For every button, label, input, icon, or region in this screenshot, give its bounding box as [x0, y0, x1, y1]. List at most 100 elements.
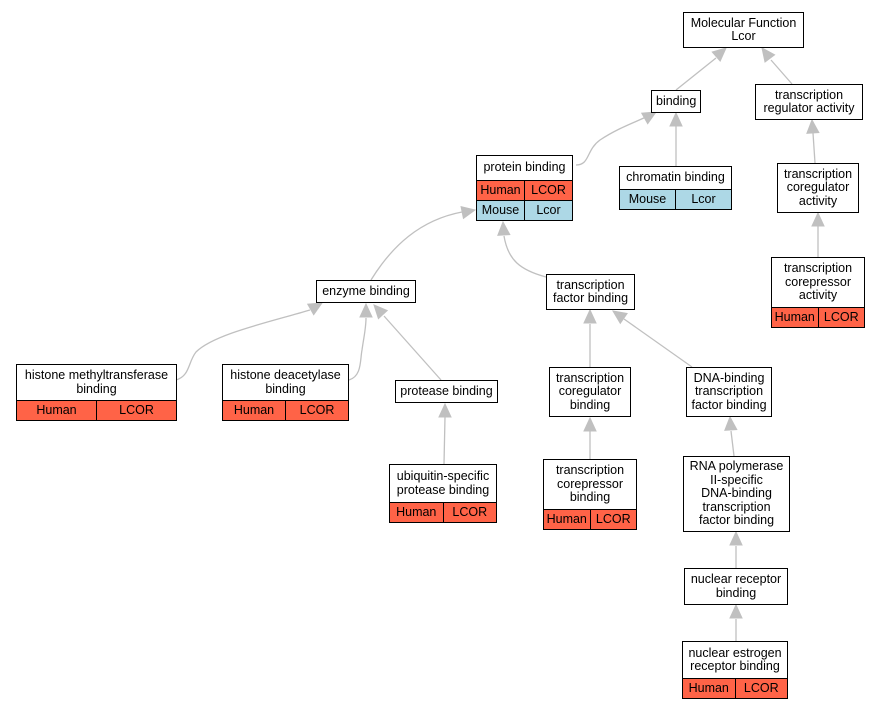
node-title-line: transcription — [774, 87, 844, 102]
edge-rna_polymerase_ii_specific_dna_binding_tf_binding-to-dna_binding_transcription_factor_binding — [724, 415, 738, 457]
edge-chromatin_binding-to-binding — [669, 111, 683, 166]
species-cell: Human — [774, 310, 815, 324]
gene-cell[interactable]: LCOR — [817, 308, 865, 327]
node-title-line: transcription — [555, 370, 625, 385]
node-title: protein binding — [477, 156, 572, 180]
node-title-line: corepressor — [557, 476, 623, 491]
arrowhead-icon — [373, 304, 389, 320]
node-title-line: factor binding — [552, 291, 629, 305]
arrowhead-icon — [669, 111, 683, 127]
arrowhead-icon — [811, 211, 825, 227]
arrowhead-icon — [460, 205, 477, 220]
node-title: enzyme binding — [317, 282, 415, 302]
node-title-line: transcription — [783, 261, 853, 276]
node-title: chromatin binding — [620, 167, 731, 189]
species-cell: Human — [546, 512, 587, 526]
edge-nuclear_estrogen_receptor_binding-to-nuclear_receptor_binding — [729, 603, 743, 641]
edge-line — [348, 317, 367, 381]
edge-dna_binding_transcription_factor_binding-to-transcription_factor_binding — [612, 310, 693, 368]
gene-cell[interactable]: LCOR — [285, 401, 348, 420]
node-title-line: coregulator — [786, 180, 850, 195]
gene-cell[interactable]: LCOR — [524, 181, 572, 200]
species-cell: Human — [233, 403, 275, 417]
edge-transcription_coregulator_binding-to-transcription_factor_binding — [583, 308, 597, 367]
annotation-row-mouse: Mouse Lcor — [477, 200, 572, 220]
node-title-line: Lcor — [731, 29, 756, 43]
node-title-line: binding — [265, 381, 306, 396]
go-term-node-enzyme-binding[interactable]: enzyme binding — [316, 280, 416, 303]
arrowhead-icon — [612, 310, 628, 325]
node-title: binding — [652, 92, 700, 112]
node-title-line: histone deacetylase — [230, 368, 341, 382]
species-cell: Human — [480, 183, 521, 197]
go-term-node-binding[interactable]: binding — [651, 90, 701, 113]
gene-cell[interactable]: Lcor — [524, 201, 572, 220]
species-cell: Mouse — [628, 192, 667, 206]
edge-nuclear_receptor_binding-to-rna_polymerase_ii_specific_dna_binding_tf_binding — [729, 530, 743, 568]
node-title-line: transcription — [702, 499, 771, 514]
node-title-line: factor binding — [691, 397, 767, 412]
gene-cell[interactable]: LCOR — [442, 503, 497, 522]
arrowhead-icon — [729, 530, 743, 546]
gene-cell[interactable]: LCOR — [734, 679, 788, 698]
species-cell: Human — [396, 505, 437, 519]
annotation-row-human: Human LCOR — [390, 502, 496, 522]
edge-transcription_factor_binding-to-protein_binding — [497, 220, 547, 278]
node-title-line: chromatin binding — [626, 170, 725, 185]
edge-line — [770, 59, 793, 85]
edge-line — [370, 211, 463, 281]
edge-transcription_corepressor_binding-to-transcription_coregulator_binding — [583, 416, 597, 459]
edge-transcription_regulator_activity-to-molecular_function — [761, 47, 793, 85]
gene-cell[interactable]: LCOR — [96, 401, 176, 420]
edge-enzyme_binding-to-protein_binding — [370, 205, 477, 281]
node-title-line: corepressor — [785, 274, 851, 289]
annotation-row-human: Human LCOR — [223, 400, 348, 420]
node-title-line: transcription — [555, 463, 625, 478]
arrowhead-icon — [306, 302, 324, 316]
node-title-line: histone methyltransferase — [24, 368, 169, 382]
edge-binding-to-molecular_function — [675, 47, 727, 91]
node-title-line: transcription — [556, 277, 625, 292]
gene-cell[interactable]: LCOR — [589, 510, 637, 529]
node-title-line: regulator activity — [763, 101, 855, 115]
species-cell: Mouse — [481, 203, 520, 217]
annotation-row-mouse: Mouse Lcor — [620, 189, 731, 209]
go-term-node-protease-binding[interactable]: protease binding — [395, 380, 498, 403]
node-title-line: protease binding — [396, 482, 490, 497]
node-title-line: enzyme binding — [322, 283, 410, 298]
node-title-line: transcription — [783, 166, 853, 181]
gene-cell[interactable]: Lcor — [675, 190, 731, 209]
node-title-line: transcription — [694, 384, 764, 399]
arrowhead-icon — [583, 416, 597, 432]
node-title-line: DNA-binding — [693, 370, 765, 385]
